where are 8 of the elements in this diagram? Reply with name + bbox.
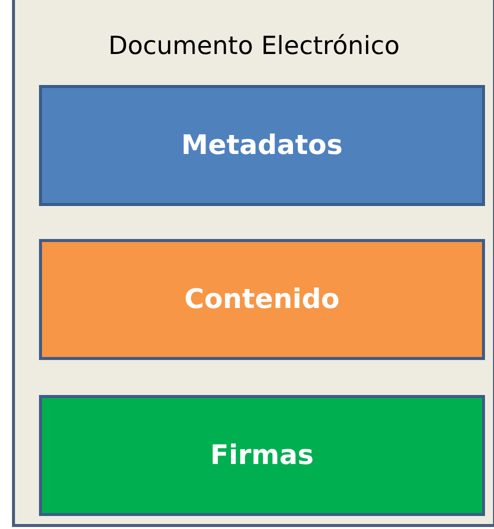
section-label: Contenido — [183, 283, 341, 317]
section-box — [39, 239, 485, 360]
section-box — [39, 85, 485, 206]
frame-title: Documento Electrónico — [107, 30, 401, 62]
section-box — [39, 395, 485, 516]
section-label: Metadatos — [180, 129, 344, 163]
section-label: Firmas — [209, 439, 315, 473]
document-frame — [12, 0, 494, 527]
